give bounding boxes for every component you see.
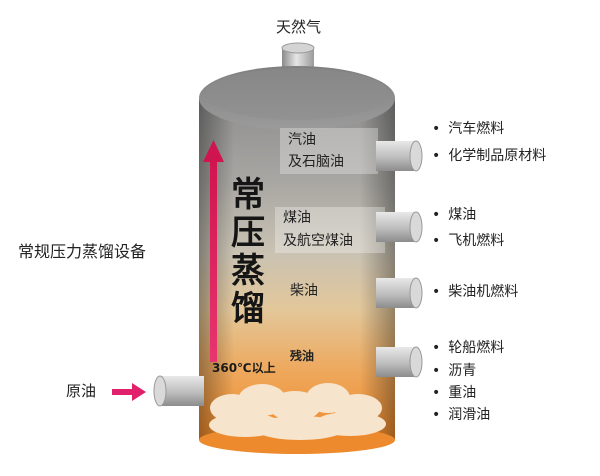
input-label: 原油 [66,382,97,400]
fraction-residue: 残油 [290,349,315,363]
vertical-title-char: 常 [231,175,265,215]
product-item: 沥青 [432,364,476,378]
vertical-title-char: 馏 [231,289,265,329]
outlet-pipe-diesel [376,277,423,309]
outlet-pipe-gasoline [376,140,423,172]
vertical-title: 常 压 蒸 馏 [226,176,270,328]
product-item: 煤油 [432,208,476,222]
product-item: 润滑油 [432,408,490,422]
outlet-pipe-kerosene [376,211,423,243]
fraction-kerosene-line2: 及航空煤油 [283,233,353,249]
inlet-pipe [153,375,204,407]
fraction-gasoline-line2: 及石脑油 [288,154,344,170]
vertical-title-char: 蒸 [231,251,265,291]
fraction-diesel: 柴油 [290,283,318,299]
product-item: 飞机燃料 [432,234,504,248]
temperature-label: 360℃以上 [212,361,276,375]
bubbles [209,383,386,440]
product-item: 化学制品原材料 [432,149,546,163]
input-arrow [112,383,146,401]
upward-arrow [203,140,224,362]
top-label: 天然气 [276,18,322,36]
fraction-kerosene-line1: 煤油 [283,210,311,226]
vertical-title-char: 压 [231,213,265,253]
fraction-gasoline-line1: 汽油 [288,132,316,148]
product-item: 轮船燃料 [432,341,504,355]
product-item: 汽车燃料 [432,122,504,136]
outlet-pipe-residue [376,346,423,378]
product-item: 重油 [432,386,476,400]
side-title: 常规压力蒸馏设备 [18,242,147,261]
product-item: 柴油机燃料 [432,285,518,299]
